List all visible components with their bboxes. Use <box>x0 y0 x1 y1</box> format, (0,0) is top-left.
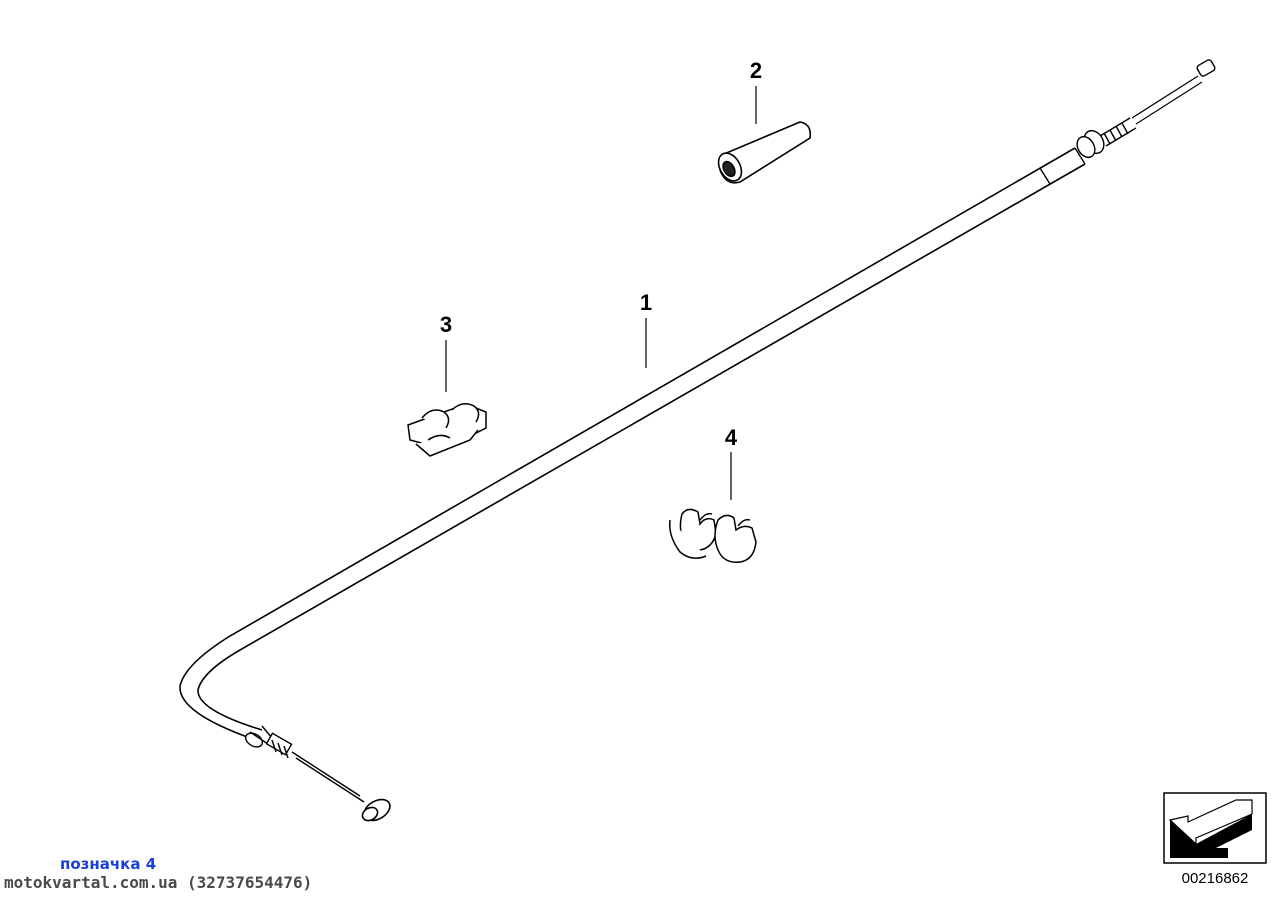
orientation-box <box>1163 792 1267 864</box>
leader-lines <box>445 86 757 500</box>
lower-fitting <box>244 725 365 803</box>
cable-sheath-lower <box>197 163 1086 731</box>
arrow-icon <box>1168 799 1253 858</box>
cable-clip-3 <box>407 403 487 457</box>
callout-part-4: 4 <box>724 425 738 450</box>
sheath-end-top <box>1039 147 1086 185</box>
callout-part-2: 2 <box>749 58 763 83</box>
callout-part-1: 1 <box>639 290 653 315</box>
watermark: motokvartal.com.ua (32737654476) <box>4 873 313 892</box>
clutch-cable <box>179 59 1216 822</box>
cable-sheath-upper <box>179 147 1076 739</box>
diagram-number: 00216862 <box>1181 870 1249 887</box>
cable-clip-4 <box>668 508 757 563</box>
adjuster-nut <box>1076 117 1137 159</box>
marker-label: позначка 4 <box>60 855 157 873</box>
end-nipple-top <box>1196 59 1216 77</box>
end-nipple-bottom <box>361 798 391 822</box>
rubber-cap <box>717 121 812 184</box>
callout-part-3: 3 <box>439 312 453 337</box>
inner-wire-top <box>1131 75 1203 125</box>
